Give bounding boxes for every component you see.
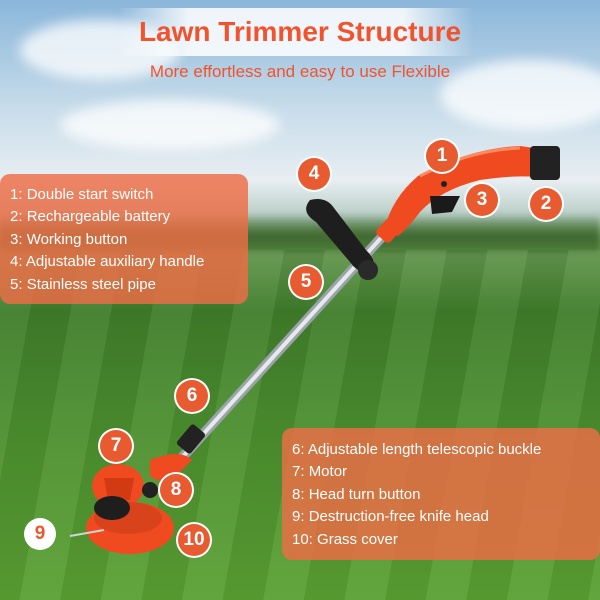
legend-number: 10:: [292, 530, 313, 548]
legend-item: 3: Working button: [10, 229, 248, 251]
legend-number: 8:: [292, 485, 305, 503]
legend-panel-top: 1: Double start switch 2: Rechargeable b…: [0, 174, 248, 304]
legend-label: Double start switch: [26, 186, 154, 203]
legend-item: 2: Rechargeable battery: [10, 206, 248, 228]
legend-label: Head turn button: [308, 485, 421, 503]
callout-badge-5: 5: [290, 266, 322, 298]
callout-badge-1: 1: [426, 140, 458, 172]
legend-label: Destruction-free knife head: [308, 508, 489, 526]
legend-item: 7: Motor: [292, 461, 600, 483]
legend-item: 5: Stainless steel pipe: [10, 274, 248, 296]
page-subtitle: More effortless and easy to use Flexible: [149, 62, 451, 81]
legend-label: Adjustable auxiliary handle: [25, 253, 205, 271]
cloud: [60, 100, 280, 150]
legend-label: Adjustable length telescopic buckle: [307, 441, 542, 458]
title-band: [118, 8, 474, 56]
legend-item: 1: Double start switch: [10, 184, 248, 206]
legend-label: Working button: [26, 230, 128, 248]
legend-item: 9: Destruction-free knife head: [292, 506, 600, 528]
legend-label: Rechargeable battery: [26, 208, 171, 226]
callout-badge-3: 3: [466, 184, 498, 216]
legend-number: 3:: [10, 230, 23, 248]
callout-badge-8: 8: [160, 474, 192, 506]
page-title: Lawn Trimmer Structure: [138, 16, 462, 47]
legend-item: 8: Head turn button: [292, 484, 600, 506]
legend-number: 4:: [10, 253, 23, 271]
cloud: [440, 60, 600, 130]
callout-badge-7: 7: [100, 430, 132, 462]
legend-number: 1:: [10, 186, 23, 203]
legend-number: 5:: [10, 275, 23, 293]
legend-number: 6:: [292, 441, 305, 458]
legend-number: 9:: [292, 508, 305, 526]
legend-number: 2:: [10, 208, 23, 226]
legend-item: 10: Grass cover: [292, 529, 600, 551]
callout-badge-6: 6: [176, 380, 208, 412]
legend-label: Grass cover: [317, 530, 398, 548]
legend-label: Motor: [308, 463, 348, 481]
legend-panel-bottom: 6: Adjustable length telescopic buckle 7…: [282, 428, 600, 560]
callout-badge-4: 4: [298, 158, 330, 190]
legend-item: 6: Adjustable length telescopic buckle: [292, 439, 600, 461]
callout-badge-2: 2: [530, 188, 562, 220]
legend-number: 7:: [292, 463, 305, 481]
callout-badge-10: 10: [178, 524, 210, 556]
callout-badge-9: 9: [24, 518, 56, 550]
legend-item: 4: Adjustable auxiliary handle: [10, 251, 248, 273]
legend-label: Stainless steel pipe: [26, 275, 156, 293]
